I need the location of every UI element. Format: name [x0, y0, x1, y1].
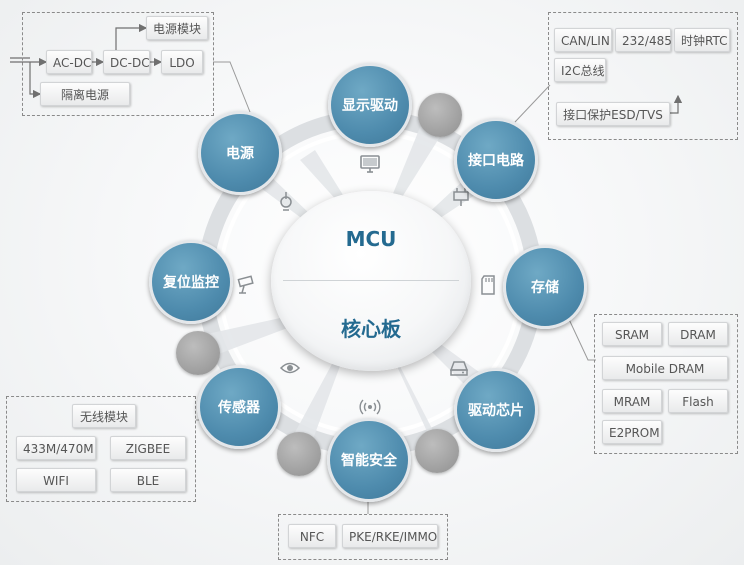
sd-card-icon [481, 275, 495, 295]
tag-can-lin: CAN/LIN [554, 28, 612, 52]
plug-icon [453, 188, 469, 206]
tag-sram: SRAM [602, 322, 662, 346]
node-reset-monitor-label: 复位监控 [163, 275, 219, 291]
node-driver-chip: 驱动芯片 [454, 368, 538, 452]
node-driver-chip-label: 驱动芯片 [468, 403, 524, 419]
node-storage-label: 存储 [531, 280, 559, 296]
tag-zigbee: ZIGBEE [110, 436, 186, 460]
mcu-label: MCU [345, 227, 397, 251]
mcu-core-hub: MCU 核心板 [271, 191, 471, 371]
arrow-isolated [29, 62, 42, 99]
tag-wifi: WIFI [16, 468, 96, 492]
hub-divider [283, 280, 459, 281]
tag-pke: PKE/RKE/IMMO [342, 524, 438, 548]
node-smart-security-label: 智能安全 [341, 453, 397, 469]
power-callout-box [22, 12, 214, 116]
tag-nfc: NFC [288, 524, 336, 548]
tag-dc-dc: DC-DC [103, 50, 150, 74]
eye-icon [279, 362, 301, 374]
tag-ldo: LDO [161, 50, 203, 74]
tag-433m: 433M/470M [16, 436, 96, 460]
tag-wireless-module: 无线模块 [72, 404, 136, 428]
gray-ball-bottom-left [277, 432, 321, 476]
tag-rtc: 时钟RTC [674, 28, 730, 52]
power-plug-icon [280, 192, 292, 211]
tag-i2c: I2C总线 [554, 58, 606, 82]
node-interface-circuit: 接口电路 [454, 118, 538, 202]
leader-interface [514, 84, 551, 123]
node-power: 电源 [198, 111, 282, 195]
arrow-esd [670, 94, 683, 114]
node-smart-security: 智能安全 [327, 418, 411, 502]
gray-ball-left [176, 331, 220, 375]
security-callout-box [278, 514, 448, 560]
node-sensor-label: 传感器 [218, 400, 260, 416]
gray-ball-bottom-right [415, 429, 459, 473]
drive-icon [449, 361, 469, 376]
monitor-icon [360, 155, 380, 173]
core-board-label: 核心板 [341, 317, 401, 341]
storage-callout-box [594, 314, 738, 454]
node-storage: 存储 [503, 245, 587, 329]
tag-flash: Flash [668, 389, 728, 413]
tag-mram: MRAM [602, 389, 662, 413]
wireless-callout-box [6, 396, 196, 502]
node-display-driver-label: 显示驱动 [342, 98, 398, 114]
tag-isolated-power: 隔离电源 [40, 82, 130, 106]
tag-dram: DRAM [668, 322, 728, 346]
node-display-driver: 显示驱动 [328, 63, 412, 147]
gray-ball-top-right [418, 93, 462, 137]
tag-mobile-dram: Mobile DRAM [602, 356, 728, 380]
interface-callout-box [548, 12, 738, 140]
leader-power [213, 61, 251, 113]
tag-e2prom: E2PROM [602, 420, 662, 444]
wireless-icon [359, 399, 381, 415]
tag-ac-dc: AC-DC [46, 50, 92, 74]
tag-power-module: 电源模块 [146, 16, 208, 40]
node-interface-circuit-label: 接口电路 [468, 153, 524, 169]
tag-232-485: 232/485 [615, 28, 672, 52]
node-reset-monitor: 复位监控 [149, 240, 233, 324]
camera-icon [237, 275, 254, 294]
node-sensor: 传感器 [197, 365, 281, 449]
tag-esd-tvs: 接口保护ESD/TVS [556, 102, 670, 126]
tag-ble: BLE [110, 468, 186, 492]
node-power-label: 电源 [226, 146, 254, 162]
arrow-power-module [115, 23, 148, 50]
